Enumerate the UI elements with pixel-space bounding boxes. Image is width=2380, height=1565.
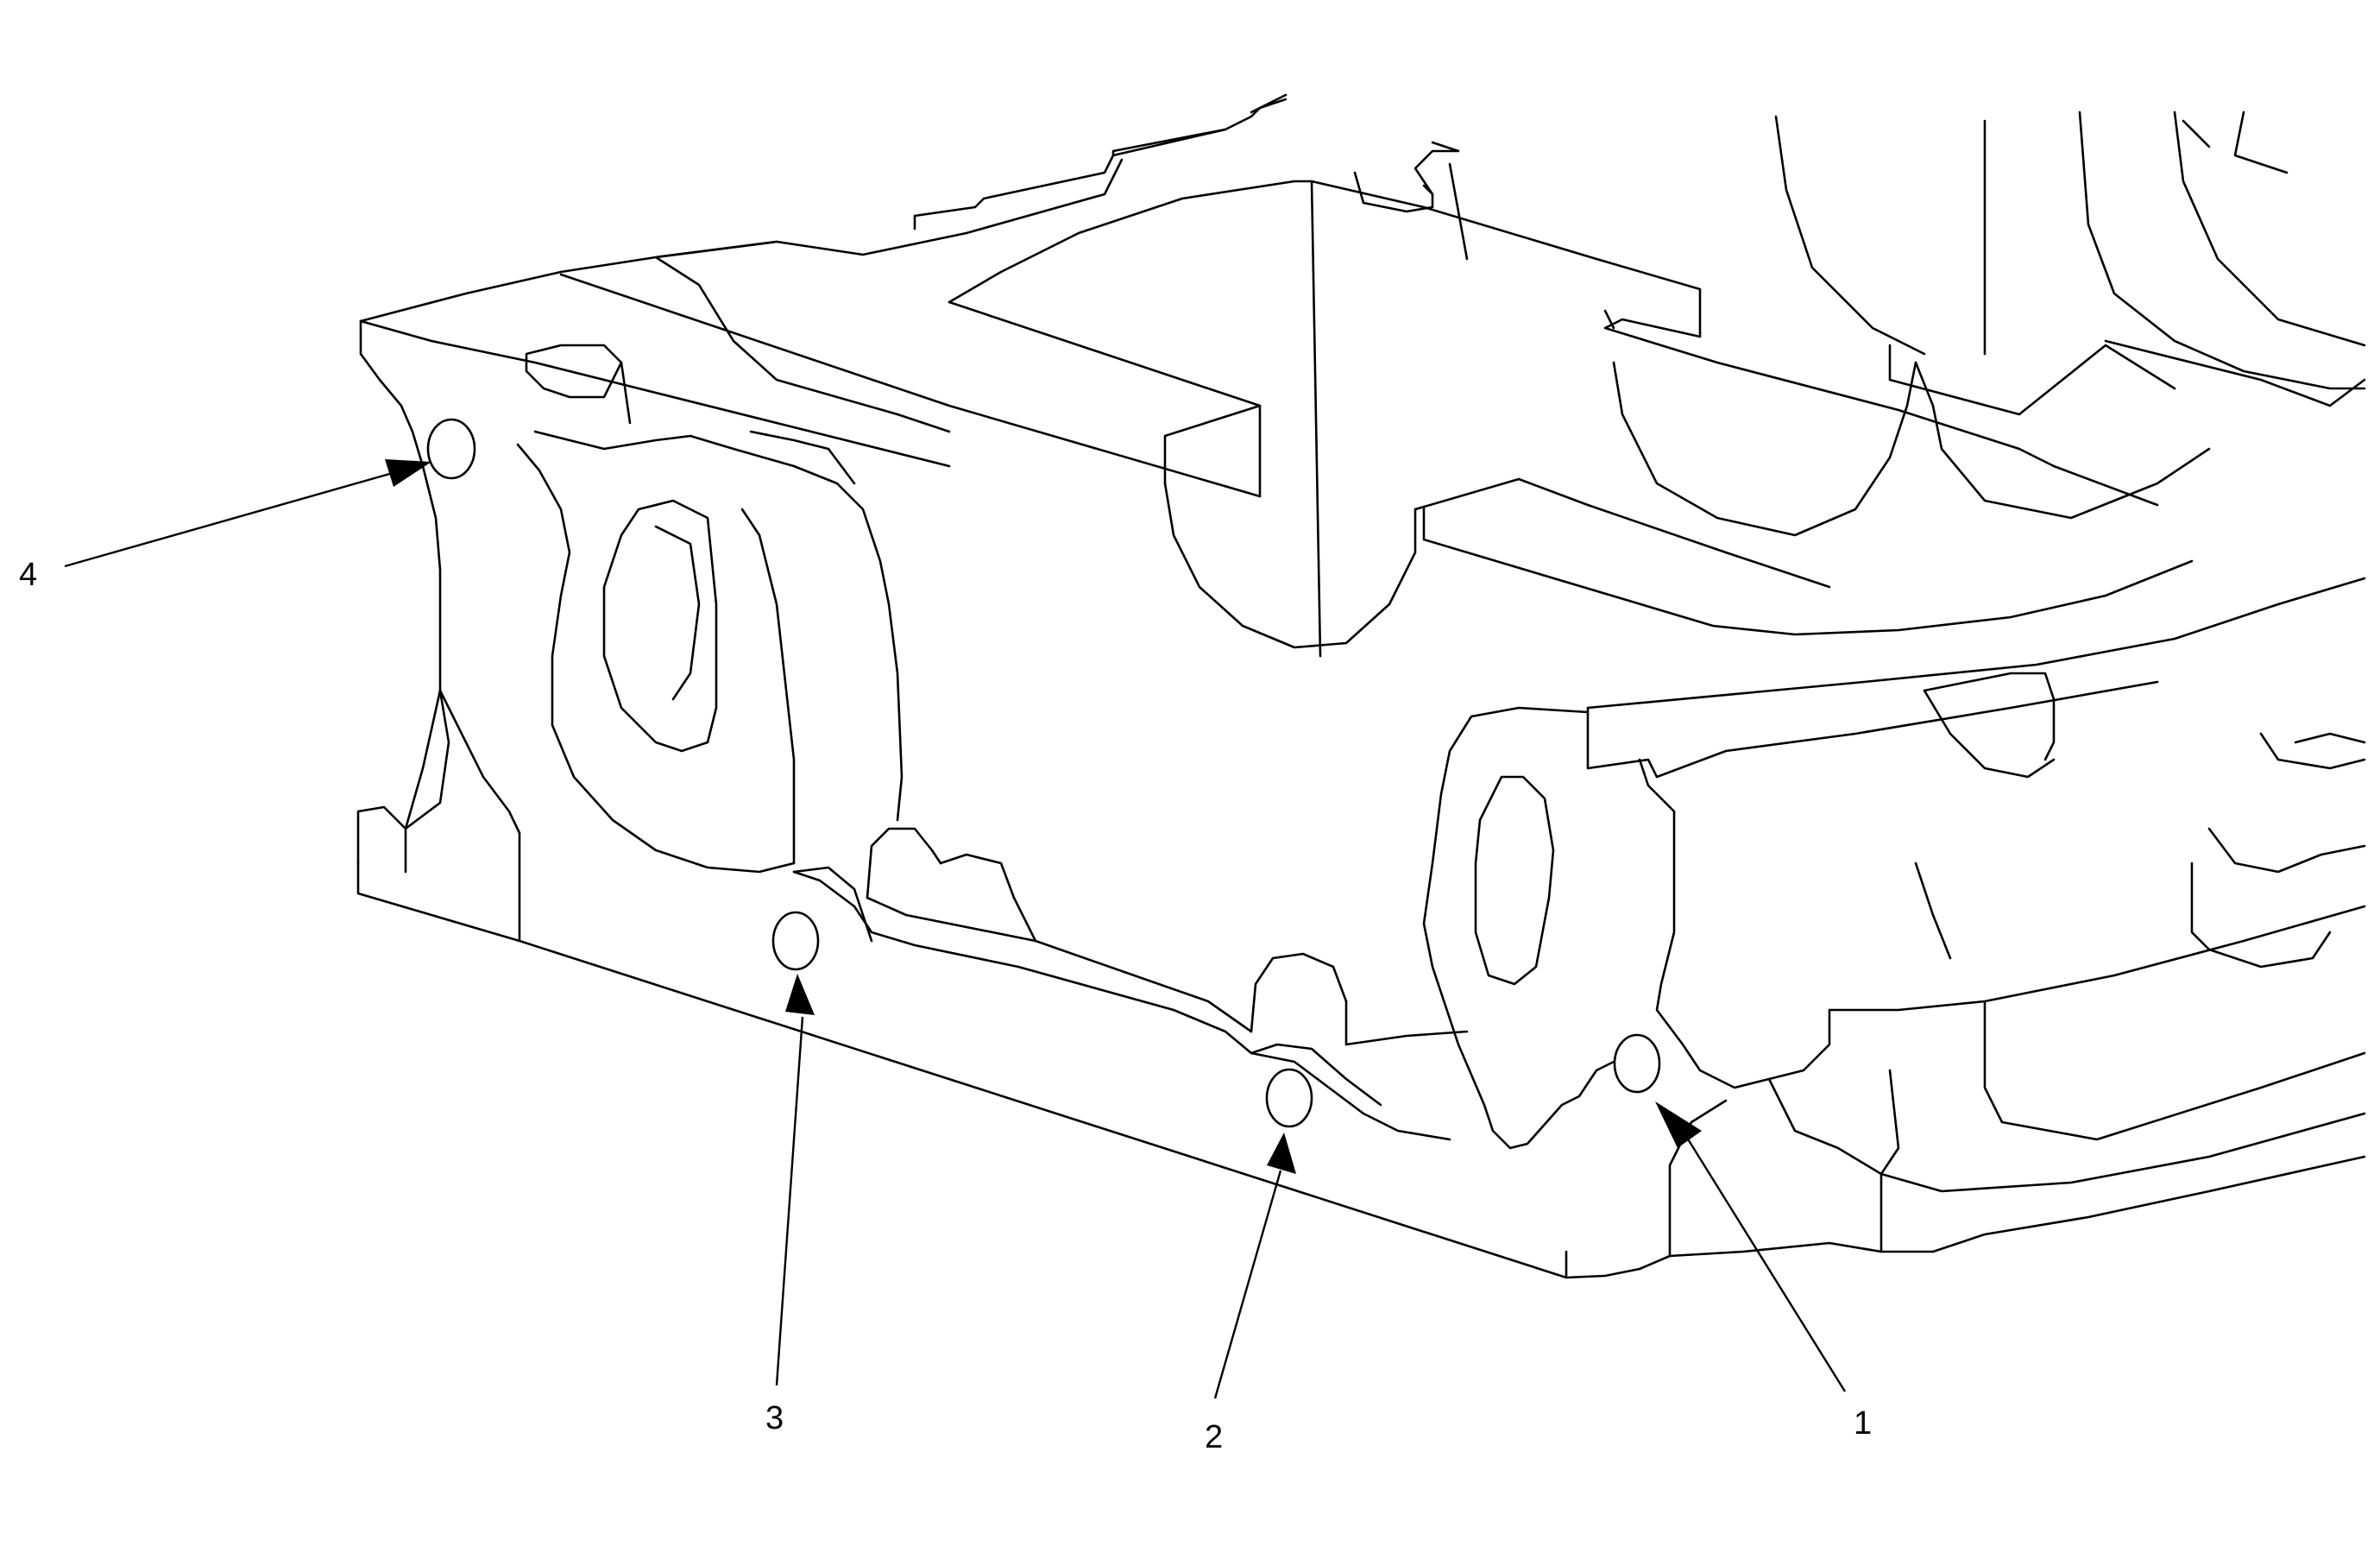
bolt-hole-4 [426, 418, 476, 480]
leader-line-1 [1685, 1137, 1847, 1392]
callout-3: 3 [765, 1400, 784, 1436]
arrowhead-3 [785, 974, 815, 1015]
callout-labels: 4 3 2 1 [19, 557, 1872, 1455]
leader-lines [64, 459, 1847, 1399]
leader-line-3 [775, 1016, 804, 1386]
bolt-holes [426, 418, 1661, 1128]
arrowhead-4 [385, 459, 431, 487]
arrowhead-1 [1655, 1101, 1702, 1148]
bolt-hole-1 [1613, 1033, 1661, 1094]
arrowhead-2 [1267, 1133, 1296, 1174]
leader-line-4 [64, 471, 394, 568]
callout-1: 1 [1854, 1405, 1872, 1442]
bolt-hole-2 [1265, 1068, 1313, 1128]
leader-line-2 [1213, 1170, 1282, 1399]
callout-2: 2 [1205, 1419, 1223, 1455]
bolt-hole-3 [771, 911, 820, 971]
callout-4: 4 [19, 557, 37, 593]
casting-outline [356, 93, 2366, 1279]
